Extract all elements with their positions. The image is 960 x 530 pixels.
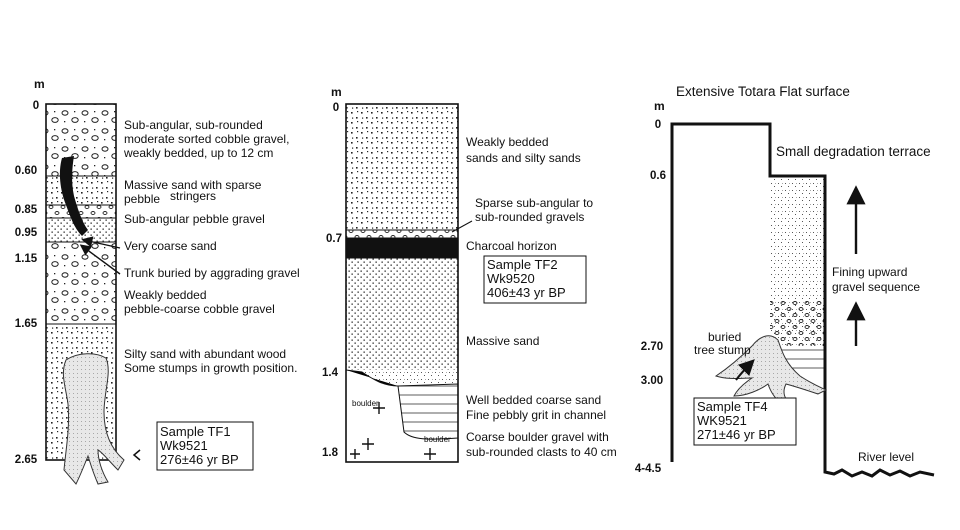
col2-massive-sand-layer (346, 258, 458, 370)
col2-layer-boundaries (345, 229, 458, 387)
col1-sample-box (156, 421, 254, 471)
col2-depth-1.8: 1.8 (322, 447, 339, 459)
col3-title: Extensive Totara Flat surface (676, 84, 850, 99)
col3-river-level-label: River level (858, 450, 914, 464)
col1-depth-1.65: 1.65 (15, 318, 38, 330)
col3-stump-pointer (735, 359, 755, 381)
col3-depth-0: 0 (655, 119, 661, 131)
col3-terrace-profile (670, 122, 827, 462)
col3-river-level-line (823, 462, 935, 478)
col3-depth-3.00: 3.00 (641, 375, 663, 387)
col1-sample-label: Sample TF1 Wk9521 276±46 yr BP (160, 424, 239, 467)
col1-desc-massive-sand: Massive sand with sparse pebble stringer… (124, 178, 265, 206)
col3-fining-label: Fining upward gravel sequence (832, 265, 920, 294)
col2-grit-stipple (346, 370, 458, 386)
col3-stump-label: buried tree stump (694, 330, 751, 357)
col2-desc-silty-sand: Weakly bedded sands and silty sands (466, 135, 581, 165)
col1-trunk-arrow (79, 244, 121, 275)
col2-depth-1.4: 1.4 (322, 367, 339, 379)
col1-desc-pebble-gravel: Sub-angular pebble gravel (124, 212, 265, 226)
col2-channel-fill (397, 383, 459, 440)
col2-sample-label: Sample TF2 Wk9520 406±43 yr BP (487, 257, 566, 300)
col1-buried-trunk (59, 156, 88, 236)
col2-sparse-gravel-layer (346, 230, 458, 238)
col3-depth-0.6: 0.6 (650, 170, 666, 182)
col2-desc-charcoal-horizon: Charcoal horizon (466, 239, 557, 253)
col2-depth-0: 0 (333, 102, 339, 114)
col1-depth-1.15: 1.15 (15, 253, 38, 265)
col3-depth-2.70: 2.70 (641, 341, 663, 353)
col2-desc-sparse-gravel: Sparse sub-angular to sub-rounded gravel… (475, 196, 596, 224)
col3-pebble-base (770, 300, 825, 346)
col2-desc-coarse-sand: Well bedded coarse sand Fine pebbly grit… (466, 393, 606, 422)
col2-charcoal-horizon (346, 238, 458, 258)
col3-depth-4-4.5: 4-4.5 (635, 463, 662, 475)
col1-pebble-gravel-layer (46, 205, 116, 218)
col1-desc-pebble-cobble-gravel: Weakly bedded pebble-coarse cobble grave… (124, 288, 275, 316)
col1-depth-0.85: 0.85 (15, 204, 38, 216)
col2-boulder-label-2: boulder (424, 435, 451, 444)
col1-cobble-gravel-layer (46, 104, 116, 176)
column1-section: m 0 0.60 0.85 0.95 1.15 1.65 2.65 Sub-an… (15, 77, 300, 485)
col3-sample-label: Sample TF4 WK9521 271±46 yr BP (697, 399, 776, 442)
col1-depth-0.95: 0.95 (15, 227, 38, 239)
col1-depth-0.60: 0.60 (15, 165, 37, 177)
col2-sample-box (483, 255, 587, 304)
column3-section: Extensive Totara Flat surface m 0 0.6 2.… (635, 84, 935, 478)
col1-depth-2.65: 2.65 (15, 454, 38, 466)
col2-column-outline (345, 103, 459, 463)
col1-desc-cobble-gravel: Sub-angular, sub-rounded moderate sorted… (123, 118, 293, 160)
col1-tree-stump (62, 353, 125, 485)
col2-desc-massive-sand: Massive sand (466, 334, 539, 348)
col1-sample-pointer-icon (132, 449, 141, 461)
column2-section: m boulder boulder 0 0.7 1.4 1.8 Weakly b… (322, 85, 617, 463)
col1-desc-silty-sand: Silty sand with abundant wood Some stump… (124, 347, 297, 375)
column2-unit-label: m (331, 85, 342, 99)
col1-pebble-cobble-gravel-layer (46, 242, 116, 324)
col2-desc-boulder-gravel: Coarse boulder gravel with sub-rounded c… (466, 430, 617, 459)
col2-boulder-label-1: boulder (352, 399, 379, 408)
column1-unit-label: m (34, 77, 45, 91)
col2-silty-sand-layer (346, 104, 458, 230)
col1-desc-trunk-buried: Trunk buried by aggrading gravel (124, 266, 300, 280)
col1-desc-coarse-sand: Very coarse sand (124, 239, 217, 253)
col3-buried-tree-stump (714, 335, 828, 405)
col2-depth-0.7: 0.7 (326, 233, 342, 245)
col3-terrace-label: Small degradation terrace (776, 144, 931, 159)
col1-depth-0: 0 (33, 100, 39, 112)
col1-coarse-sand-arrow (81, 236, 121, 249)
column3-unit-label: m (654, 99, 665, 113)
col3-sample-box (693, 397, 797, 446)
col2-gravel-leader-line (451, 220, 473, 233)
col2-boulder-markers (350, 402, 436, 460)
col1-massive-sand-layer (46, 176, 116, 205)
